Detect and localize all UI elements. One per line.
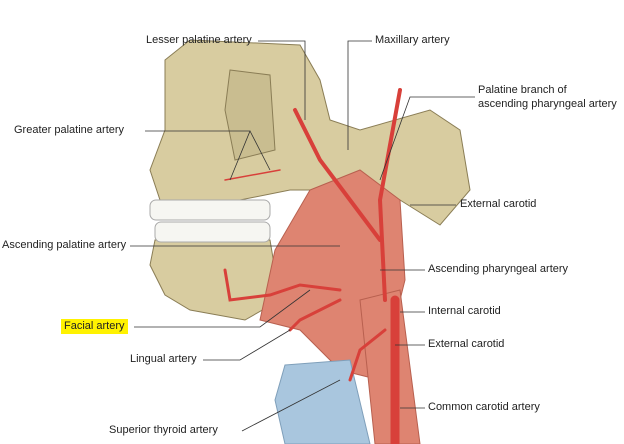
label-common-carotid-artery: Common carotid artery <box>428 401 540 413</box>
label-superior-thyroid-artery: Superior thyroid artery <box>109 424 218 436</box>
larynx-cartilage <box>274 359 371 444</box>
label-ascending-palatine-artery: Ascending palatine artery <box>2 239 127 251</box>
label-lingual-artery: Lingual artery <box>130 353 197 365</box>
neck-muscle <box>359 289 421 444</box>
label-lesser-palatine-artery: Lesser palatine artery <box>146 34 252 46</box>
arteries <box>223 88 402 444</box>
label-ascending-pharyngeal-artery: Ascending pharyngeal artery <box>428 263 569 275</box>
label-facial-artery-highlighted: Facial artery <box>61 319 128 334</box>
label-internal-carotid: Internal carotid <box>428 305 501 317</box>
label-maxillary-artery: Maxillary artery <box>375 34 450 46</box>
label-greater-palatine-artery: Greater palatine artery <box>14 124 125 136</box>
label-external-carotid-upper: External carotid <box>460 198 537 210</box>
mandible <box>149 239 281 321</box>
leader-lines <box>130 40 475 432</box>
label-palatine-branch-line1: Palatine branch of <box>478 84 567 96</box>
teeth <box>149 199 271 243</box>
label-external-carotid-lower: External carotid <box>428 338 505 350</box>
label-palatine-branch-line2: ascending pharyngeal artery <box>478 98 617 110</box>
orbit <box>224 69 276 161</box>
